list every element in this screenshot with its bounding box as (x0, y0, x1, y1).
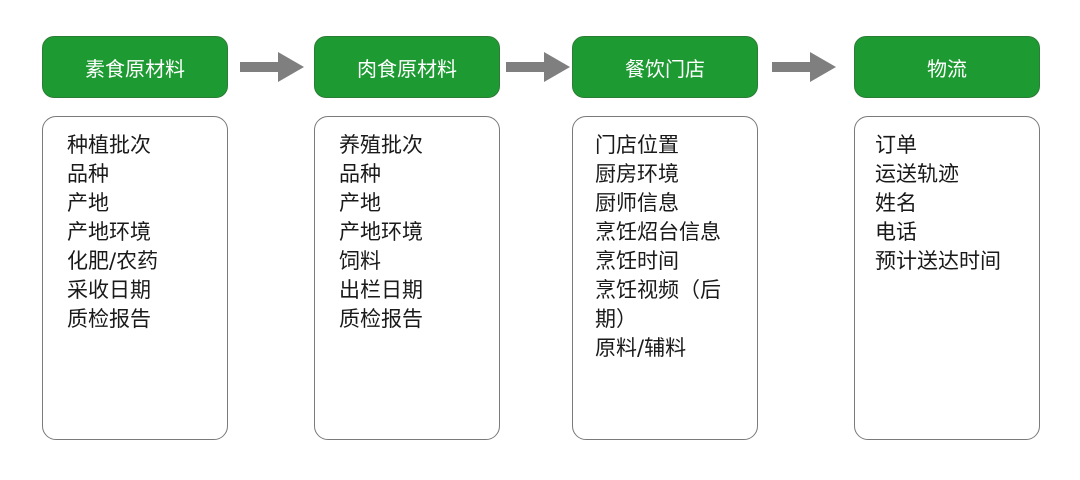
list-item: 产地环境 (339, 220, 423, 244)
list-item: 产地 (339, 191, 381, 215)
stage-header-vegetarian-materials: 素食原材料 (42, 36, 228, 98)
list-item: 质检报告 (339, 307, 423, 331)
list-item: 产地环境 (67, 220, 151, 244)
arrow-right-icon (506, 52, 570, 82)
list-item: 质检报告 (67, 307, 151, 331)
stage-header-meat-materials: 肉食原材料 (314, 36, 500, 98)
list-item: 门店位置 (595, 133, 679, 157)
list-item: 化肥/农药 (67, 249, 159, 273)
stage-box-logistics: 订单 运送轨迹 姓名 电话 预计送达时间 (854, 116, 1040, 440)
list-item: 厨师信息 (595, 191, 679, 215)
list-item: 养殖批次 (339, 133, 423, 157)
list-item: 烹饪时间 (595, 249, 679, 273)
list-item: 运送轨迹 (875, 162, 959, 186)
list-item: 烹饪炤台信息 (595, 220, 721, 244)
list-item: 饲料 (339, 249, 381, 273)
stage-header-restaurant: 餐饮门店 (572, 36, 758, 98)
list-item: 产地 (67, 191, 109, 215)
list-item: 原料/辅料 (595, 336, 687, 360)
list-item: 品种 (67, 162, 109, 186)
list-item: 种植批次 (67, 133, 151, 157)
stage-box-meat-materials: 养殖批次 品种 产地 产地环境 饲料 出栏日期 质检报告 (314, 116, 500, 440)
list-item: 品种 (339, 162, 381, 186)
stage-box-vegetarian-materials: 种植批次 品种 产地 产地环境 化肥/农药 采收日期 质检报告 (42, 116, 228, 440)
list-item: 订单 (875, 133, 917, 157)
arrow-right-icon (240, 52, 304, 82)
list-item: 预计送达时间 (875, 249, 1001, 273)
stage-header-logistics: 物流 (854, 36, 1040, 98)
list-item: 电话 (875, 220, 917, 244)
list-item: 采收日期 (67, 278, 151, 302)
list-item: 烹饪视频（后期） (595, 278, 721, 331)
list-item: 厨房环境 (595, 162, 679, 186)
list-item: 姓名 (875, 191, 917, 215)
stage-box-restaurant: 门店位置 厨房环境 厨师信息 烹饪炤台信息 烹饪时间 烹饪视频（后期） 原料/辅… (572, 116, 758, 440)
arrow-right-icon (772, 52, 836, 82)
list-item: 出栏日期 (339, 278, 423, 302)
